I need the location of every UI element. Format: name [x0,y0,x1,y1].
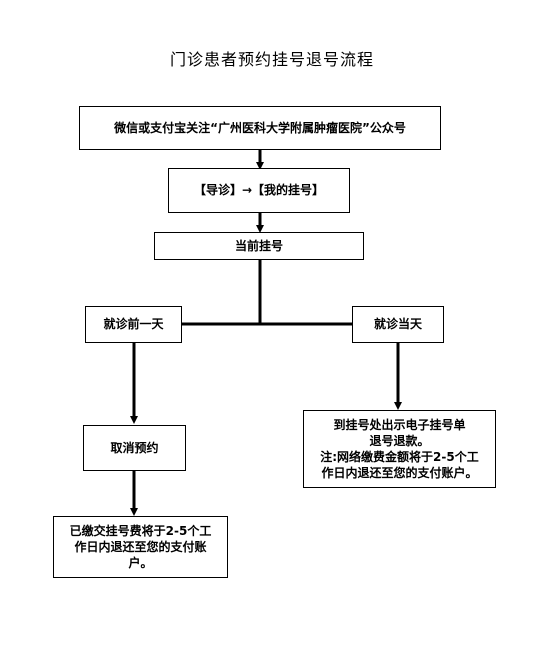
refund-sameday-line-4: 作日内退还至您的支付账户。 [321,466,478,481]
step-same-day: 就诊当天 [352,306,444,343]
refund-sameday-line-1: 到挂号处出示电子挂号单 [333,417,466,432]
step-follow-account-label: 微信或支付宝关注“广州医科大学附属肿瘤医院”公众号 [114,120,406,135]
step-cancel-appointment: 取消预约 [83,425,186,471]
refund-sameday-line-3: 注:网络缴费金额将于2-5个工 [320,450,479,464]
step-current-registration: 当前挂号 [154,232,364,260]
step-guide-my-registration: 【导诊】→【我的挂号】 [168,168,350,213]
step-day-before-label: 就诊前一天 [103,317,164,332]
step-day-before: 就诊前一天 [85,306,182,343]
step-follow-account: 微信或支付宝关注“广州医科大学附属肿瘤医院”公众号 [79,106,441,150]
refund-before-line-1: 已缴交挂号费将于2-5个工 [69,523,212,538]
step-refund-same-day: 到挂号处出示电子挂号单 退号退款。 注:网络缴费金额将于2-5个工 作日内退还至… [303,410,496,488]
page-title: 门诊患者预约挂号退号流程 [169,50,374,69]
refund-sameday-line-2: 退号退款。 [369,433,430,448]
step-same-day-label: 就诊当天 [373,317,422,332]
step-refund-before: 已缴交挂号费将于2-5个工 作日内退还至您的支付账 户。 [53,516,228,578]
refund-before-line-2: 作日内退还至您的支付账 [74,539,207,554]
step-cancel-label: 取消预约 [110,440,159,455]
refund-before-line-3: 户。 [128,556,153,571]
step-current-label: 当前挂号 [234,238,283,253]
step-guide-label: 【导诊】→【我的挂号】 [193,183,325,198]
